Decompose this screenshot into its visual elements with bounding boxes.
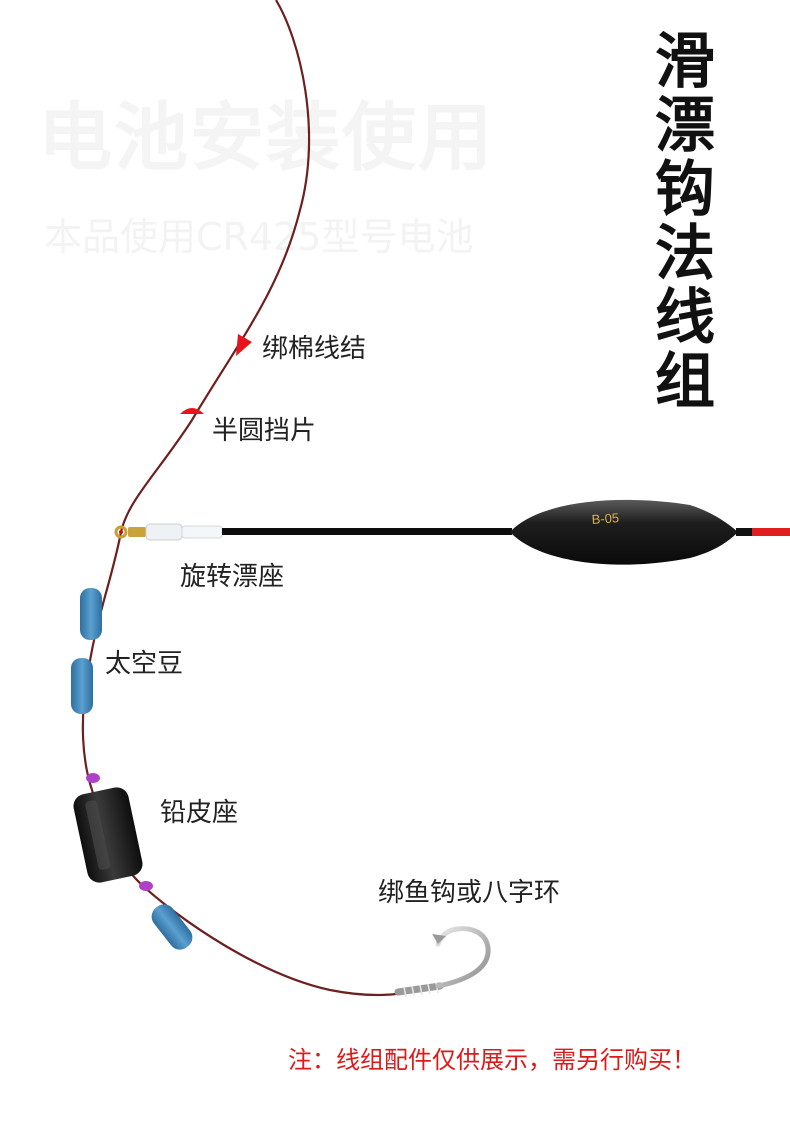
float-tip-black bbox=[736, 528, 752, 536]
hook-knot bbox=[394, 982, 444, 998]
label-space-beans: 太空豆 bbox=[105, 649, 184, 679]
half-round-stop-marker bbox=[180, 408, 204, 414]
swivel-ring bbox=[114, 525, 128, 539]
title-char: 钩 bbox=[655, 155, 715, 225]
space-bean bbox=[71, 658, 93, 714]
title-char: 法 bbox=[655, 219, 715, 289]
float-tip-red bbox=[752, 528, 790, 536]
float-marking: B-05 bbox=[591, 510, 619, 527]
title-char: 线 bbox=[655, 283, 715, 353]
space-bean bbox=[80, 588, 102, 640]
lead-seat bbox=[73, 773, 153, 891]
title-char: 漂 bbox=[655, 91, 715, 161]
label-swivel-float-seat: 旋转漂座 bbox=[180, 562, 285, 592]
float-stem bbox=[222, 528, 512, 535]
label-hook-or-swivel: 绑鱼钩或八字环 bbox=[378, 878, 561, 908]
space-bean bbox=[151, 904, 193, 950]
cotton-knot-marker bbox=[236, 334, 252, 356]
footnote: 注：线组配件仅供展示，需另行购买！ bbox=[288, 1046, 696, 1074]
label-cotton-knot: 绑棉线结 bbox=[262, 334, 367, 364]
watermark-subtitle: 本品使用CR425型号电池 bbox=[44, 215, 474, 259]
label-half-round-stop: 半圆挡片 bbox=[212, 416, 317, 446]
title-char: 滑 bbox=[655, 27, 715, 97]
label-lead-seat: 铅皮座 bbox=[160, 798, 239, 828]
swivel-connector bbox=[128, 527, 146, 537]
title-char: 组 bbox=[655, 347, 715, 417]
hook-icon bbox=[435, 926, 491, 989]
page-title: 滑 漂 钩 法 线 组 bbox=[650, 30, 720, 414]
float-body bbox=[510, 499, 738, 565]
watermark-title: 电池安装使用 bbox=[38, 95, 494, 181]
